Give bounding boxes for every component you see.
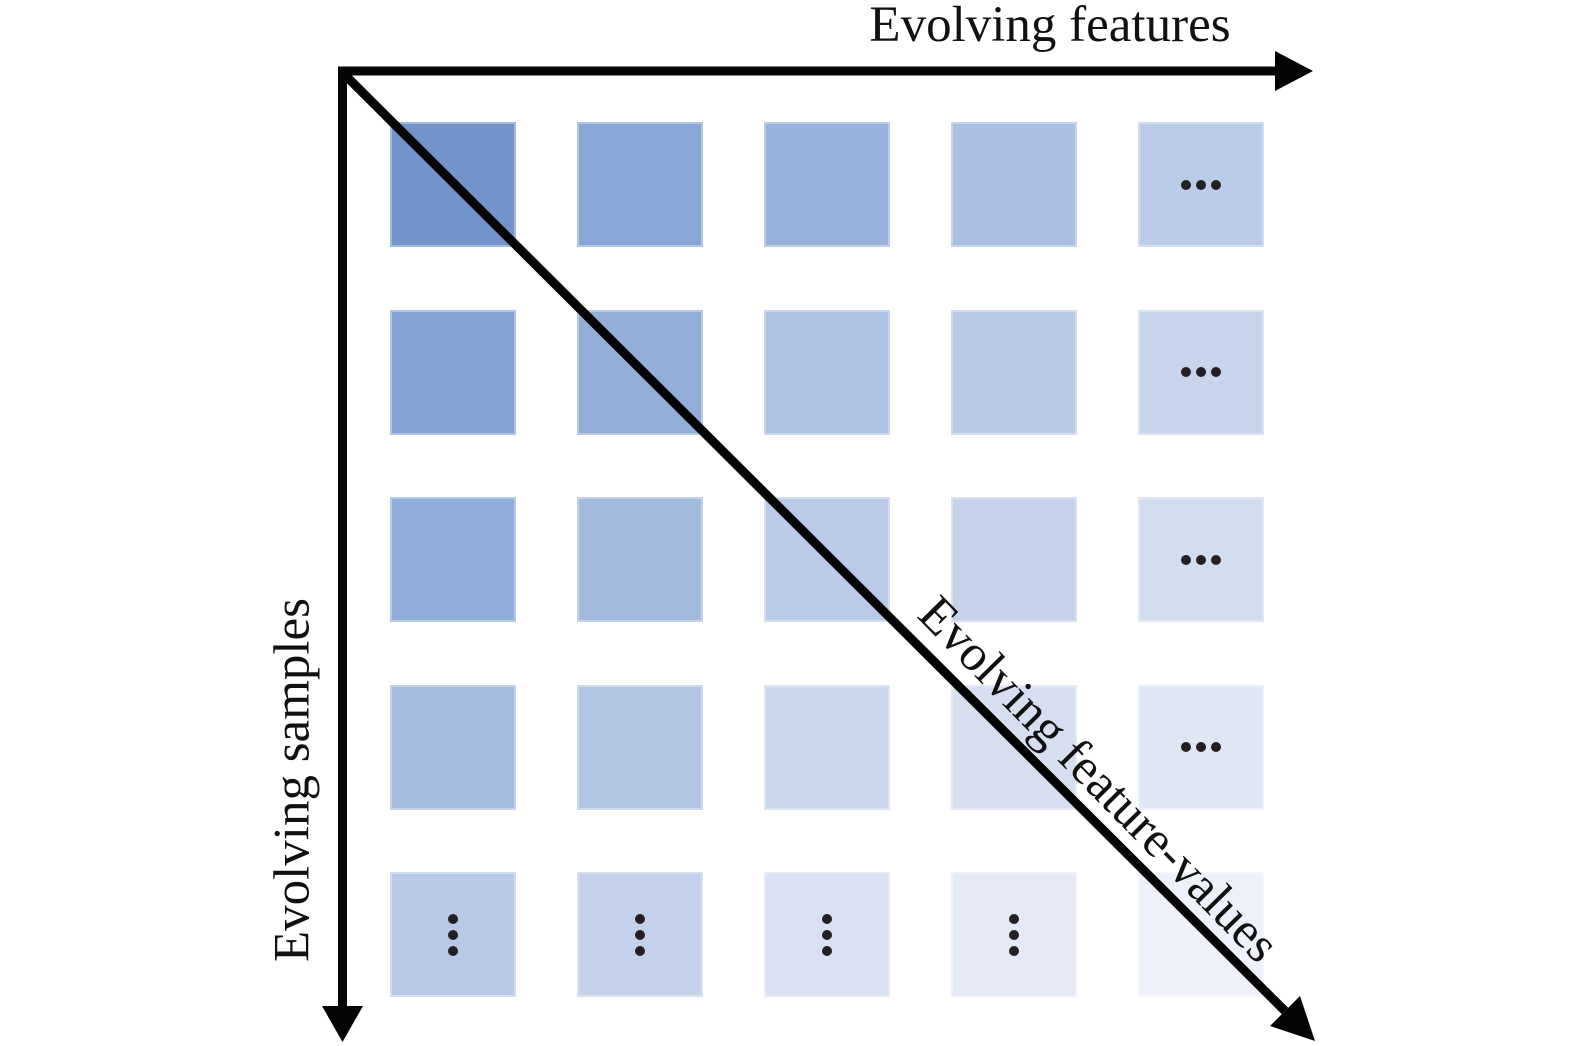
grid-cell-r2c5 [1138, 309, 1264, 435]
grid-cell-r5c4 [951, 872, 1077, 997]
horizontal-ellipsis-icon [1181, 179, 1221, 190]
feature-values-axis-arrow [339, 69, 1315, 1041]
ellipsis-dot [822, 945, 832, 956]
ellipsis-dot [1009, 945, 1019, 956]
grid-cell-r3c4 [951, 497, 1077, 622]
ellipsis-dot [1211, 742, 1221, 752]
ellipsis-dot [1009, 929, 1019, 940]
grid-cell-r4c3 [764, 684, 890, 810]
grid-cell-r3c5 [1138, 497, 1264, 622]
grid-cell-r5c2 [577, 872, 703, 997]
grid-cell-r5c3 [764, 872, 890, 997]
vertical-ellipsis-icon [635, 913, 645, 956]
ellipsis-dot [1211, 367, 1221, 377]
grid-cell-r1c2 [577, 122, 703, 247]
ellipsis-dot [635, 945, 645, 956]
ellipsis-dot [1196, 367, 1206, 377]
ellipsis-dot [1211, 179, 1221, 190]
ellipsis-dot [1196, 742, 1206, 752]
down-arrowhead-icon [322, 1006, 363, 1042]
data-grid [390, 122, 1264, 997]
ellipsis-dot [448, 913, 458, 924]
vertical-ellipsis-icon [1009, 913, 1019, 956]
grid-cell-r1c3 [764, 122, 890, 247]
ellipsis-dot [822, 913, 832, 924]
ellipsis-dot [448, 929, 458, 940]
vertical-ellipsis-icon [448, 913, 458, 956]
samples-axis-arrow [322, 66, 363, 1042]
samples-axis-label: Evolving samples [264, 597, 321, 963]
ellipsis-dot [635, 913, 645, 924]
features-axis-arrow [338, 51, 1313, 91]
grid-cell-r2c1 [390, 309, 516, 435]
diagonal-arrowhead-icon [1270, 996, 1315, 1041]
ellipsis-dot [635, 929, 645, 940]
horizontal-ellipsis-icon [1181, 742, 1221, 752]
grid-cell-r4c1 [390, 684, 516, 810]
grid-cell-r5c5 [1138, 872, 1264, 997]
grid-cell-r2c3 [764, 309, 890, 435]
grid-cell-r4c2 [577, 684, 703, 810]
ellipsis-dot [1181, 742, 1191, 752]
ellipsis-dot [822, 929, 832, 940]
grid-cell-r5c1 [390, 872, 516, 997]
ellipsis-dot [1181, 554, 1191, 565]
grid-cell-r1c4 [951, 122, 1077, 247]
features-axis-label: Evolving features [869, 0, 1231, 53]
ellipsis-dot [1211, 554, 1221, 565]
grid-cell-r2c4 [951, 309, 1077, 435]
ellipsis-dot [1181, 179, 1191, 190]
grid-cell-r4c5 [1138, 684, 1264, 810]
ellipsis-dot [1196, 554, 1206, 565]
grid-cell-r1c5 [1138, 122, 1264, 247]
horizontal-ellipsis-icon [1181, 554, 1221, 565]
right-arrowhead-icon [1275, 51, 1313, 91]
ellipsis-dot [1009, 913, 1019, 924]
ellipsis-dot [448, 945, 458, 956]
grid-cell-r3c1 [390, 497, 516, 622]
horizontal-ellipsis-icon [1181, 367, 1221, 377]
grid-cell-r3c2 [577, 497, 703, 622]
vertical-ellipsis-icon [822, 913, 832, 956]
ellipsis-dot [1181, 367, 1191, 377]
ellipsis-dot [1196, 179, 1206, 190]
